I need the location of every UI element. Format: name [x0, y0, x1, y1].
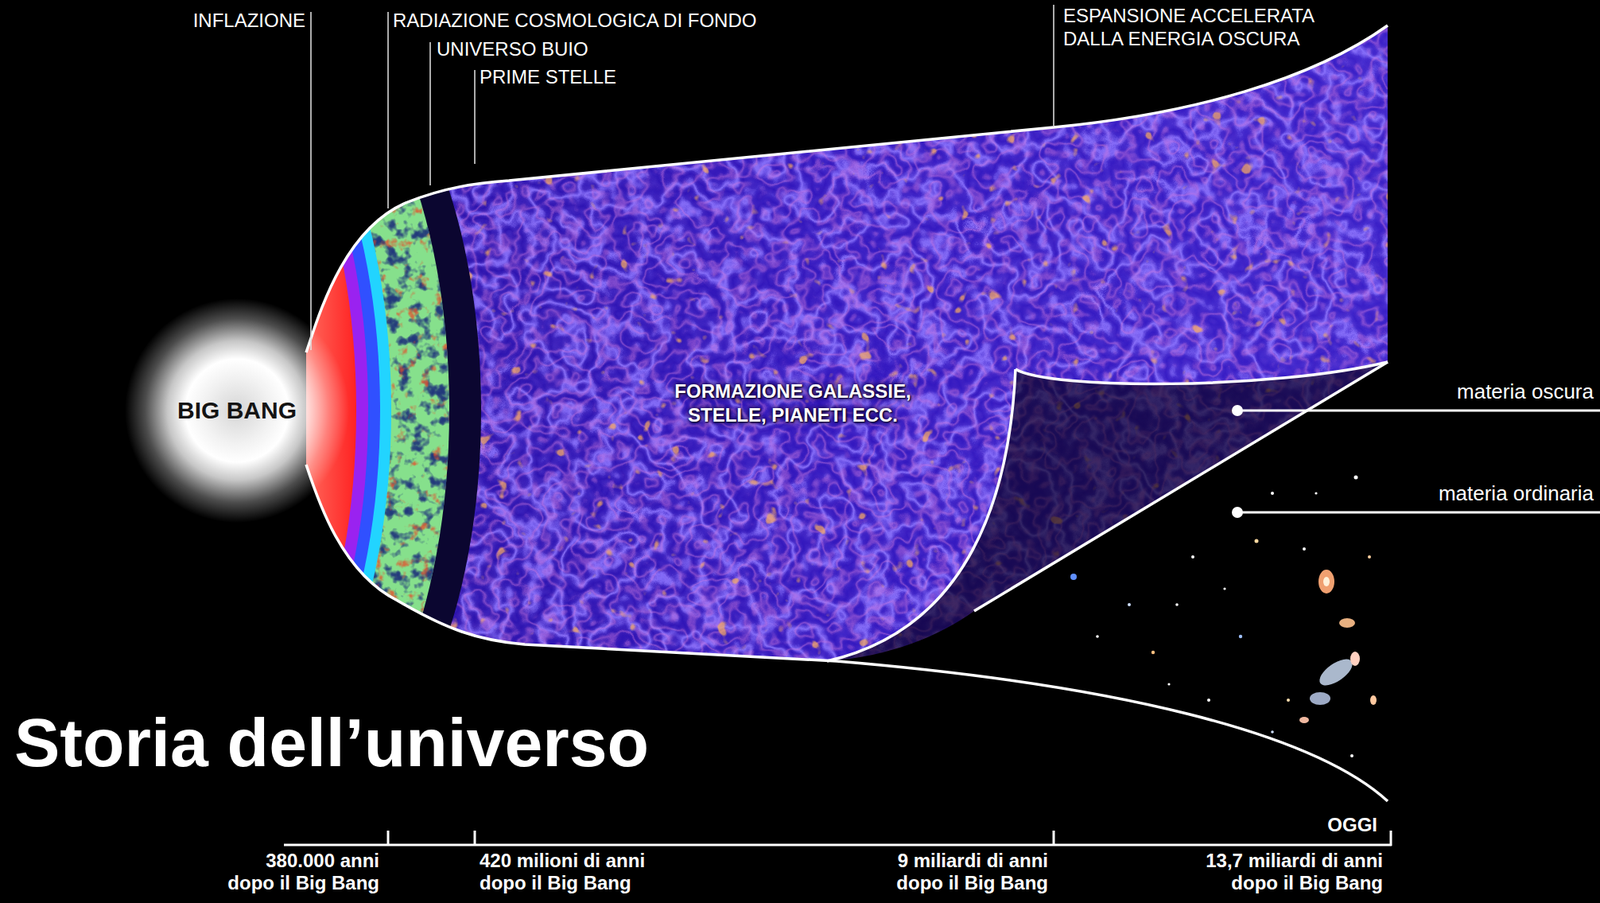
violet-band	[34, 36, 369, 785]
time-label-holder: 13,7 miliardi di anni dopo il Big Bang	[1203, 849, 1383, 894]
cmb-cold-spots	[111, 22, 454, 806]
small-galaxy	[1299, 716, 1309, 723]
galaxy-core	[1323, 576, 1330, 587]
time-label: 420 milioni di anni dopo il Big Bang	[479, 849, 648, 894]
callout-label-holder: materia ordinaria	[1438, 481, 1594, 506]
era-label-holder: UNIVERSO BUIO	[436, 37, 589, 61]
star	[1127, 602, 1131, 606]
cyan-band	[57, 36, 392, 785]
star	[1223, 586, 1226, 590]
outlines	[306, 25, 1388, 801]
leaders	[1231, 404, 1600, 518]
star	[1354, 475, 1359, 480]
title-holder: Storia dell’universo	[14, 706, 649, 778]
region-label: FORMAZIONE GALASSIE, STELLE, PIANETI ECC…	[673, 379, 913, 428]
callout-label: materia oscura	[1456, 379, 1594, 404]
axis-line	[283, 843, 1392, 847]
axis-tick	[473, 830, 477, 845]
inset-diagonal	[974, 361, 1388, 611]
era-label: PRIME STELLE	[479, 65, 617, 89]
cmb-hot-spots	[111, 22, 454, 806]
star	[1270, 730, 1274, 734]
era-label: RADIAZIONE COSMOLOGICA DI FONDO	[392, 8, 757, 32]
time-label: 13,7 miliardi di anni dopo il Big Bang	[1203, 849, 1383, 894]
era-label-holder: PRIME STELLE	[479, 65, 617, 89]
elliptical-galaxy	[1339, 617, 1356, 628]
star	[1175, 602, 1179, 606]
star	[1367, 555, 1371, 559]
axis-tick	[387, 830, 390, 845]
galaxies	[1070, 475, 1377, 758]
marker-line	[429, 42, 432, 186]
big-bang-glow: BIG BANG	[124, 298, 350, 523]
time-axis	[283, 830, 1392, 846]
ordinary-matter-region	[827, 361, 1388, 801]
spiral-galaxy	[1318, 569, 1335, 594]
diagram-title: Storia dell’universo	[14, 706, 649, 778]
small-galaxy	[1370, 695, 1377, 705]
time-label-holder: OGGI	[1327, 812, 1378, 836]
inset-edge	[1015, 361, 1388, 384]
star	[1350, 753, 1354, 758]
star	[1286, 698, 1290, 702]
time-label: 380.000 anni dopo il Big Bang	[225, 849, 380, 894]
marker-line	[310, 11, 312, 350]
blue-galaxy	[1070, 573, 1077, 580]
time-label-holder: 380.000 anni dopo il Big Bang	[225, 849, 380, 894]
star	[1167, 682, 1170, 685]
interacting-galaxy	[1309, 691, 1331, 705]
era-label: INFLAZIONE	[193, 8, 306, 32]
blue-band	[46, 36, 381, 785]
universe-upper-edge	[306, 25, 1388, 353]
leader-dot	[1231, 404, 1243, 416]
time-label-holder: 9 miliardi di anni dopo il Big Bang	[894, 849, 1049, 894]
universe-body	[22, 22, 1392, 806]
star	[1270, 491, 1274, 495]
star	[1207, 698, 1211, 702]
callout-label-holder: materia oscura	[1456, 379, 1594, 404]
era-label: UNIVERSO BUIO	[436, 37, 589, 61]
leader-line	[1237, 409, 1600, 412]
star	[1238, 634, 1243, 638]
era-markers	[310, 4, 1054, 350]
star	[1254, 539, 1259, 544]
marker-line	[387, 11, 389, 209]
marker-line	[473, 69, 476, 164]
time-label-holder: 420 milioni di anni dopo il Big Bang	[479, 849, 648, 894]
era-label-holder: RADIAZIONE COSMOLOGICA DI FONDO	[392, 8, 757, 32]
era-label: ESPANSIONE ACCELERATA DALLA ENERGIA OSCU…	[1063, 3, 1316, 51]
node-label: BIG BANG	[177, 396, 297, 424]
axis-tick	[1390, 830, 1393, 846]
time-label: OGGI	[1327, 812, 1378, 836]
star	[1191, 555, 1195, 559]
era-label-holder: ESPANSIONE ACCELERATA DALLA ENERGIA OSCU…	[1063, 3, 1316, 51]
star	[1095, 634, 1100, 638]
time-label: 9 miliardi di anni dopo il Big Bang	[894, 849, 1049, 894]
star	[1314, 491, 1317, 494]
callout-label: materia ordinaria	[1438, 481, 1594, 506]
star	[1302, 547, 1306, 551]
era-label-holder: INFLAZIONE	[193, 8, 306, 32]
leader-line	[1237, 511, 1600, 514]
small-galaxy	[1350, 651, 1360, 666]
dark-matter-region	[827, 361, 1388, 801]
marker-line	[1052, 4, 1055, 126]
leader-dot	[1231, 506, 1243, 518]
axis-tick	[1052, 830, 1056, 845]
star	[1151, 650, 1155, 654]
inflation-band	[22, 36, 357, 785]
region-label-holder: FORMAZIONE GALASSIE, STELLE, PIANETI ECC…	[673, 379, 913, 428]
